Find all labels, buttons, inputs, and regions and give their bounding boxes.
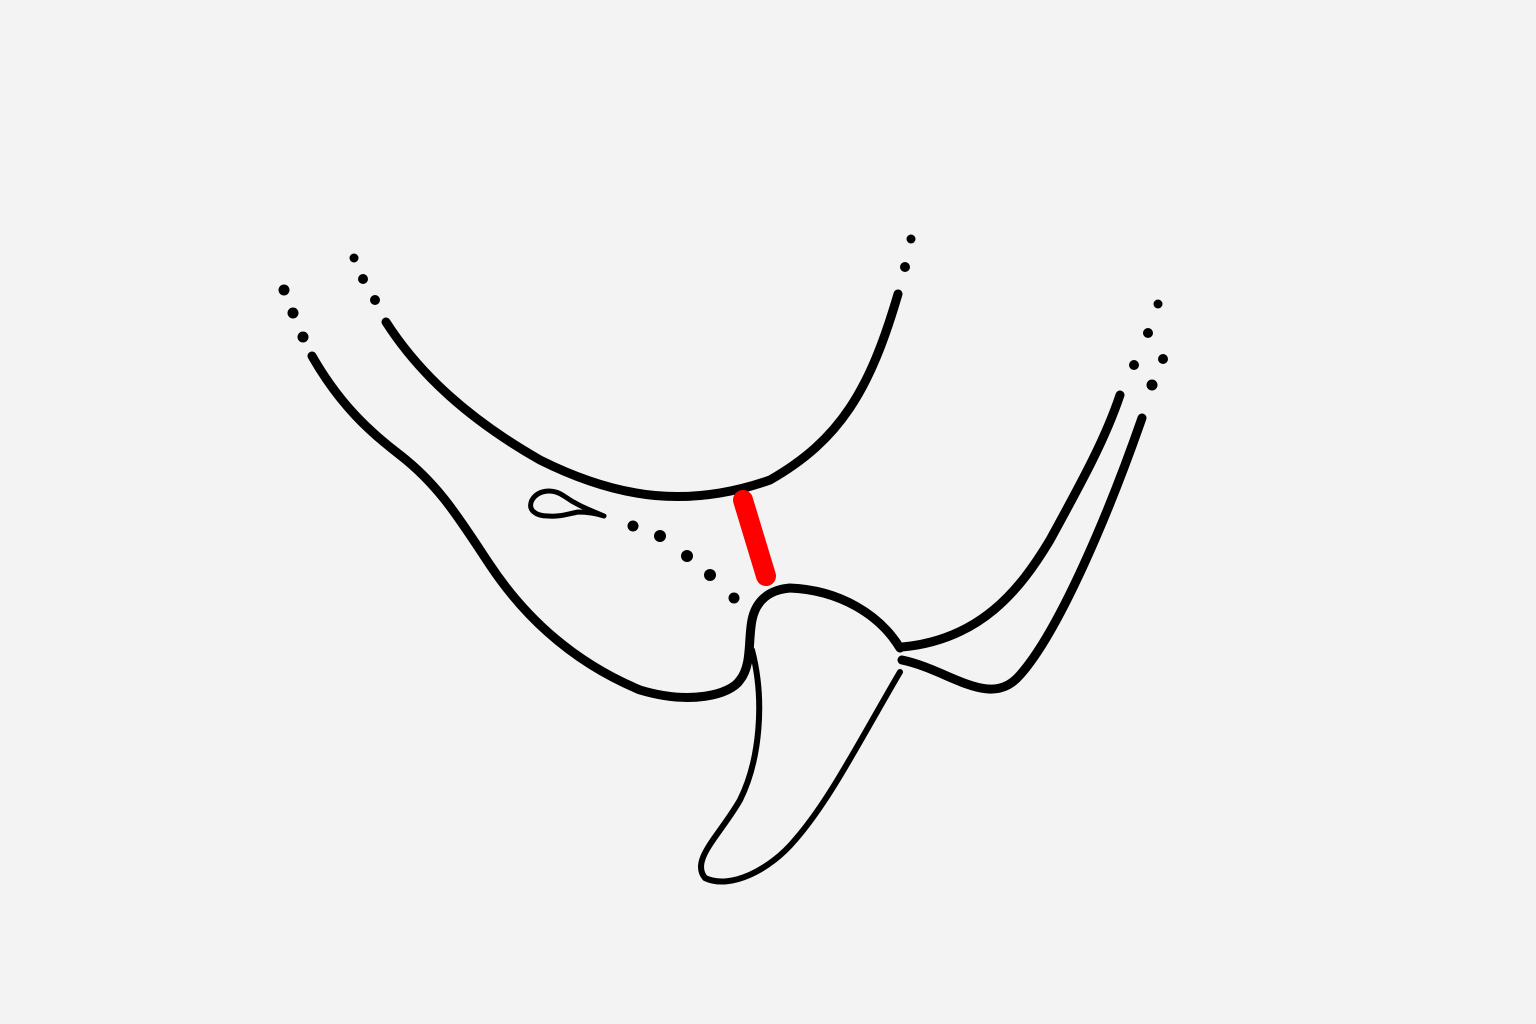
left-outer-contour <box>307 351 905 702</box>
dot <box>654 530 666 542</box>
dot <box>900 262 910 272</box>
dot <box>704 569 716 581</box>
dot <box>728 592 740 604</box>
upper-curve-right-dots <box>900 234 916 272</box>
dot <box>1143 328 1153 338</box>
dot <box>370 295 380 305</box>
dot <box>278 284 290 296</box>
lower-lobe <box>697 647 903 885</box>
dot <box>287 307 299 319</box>
dot <box>1158 354 1168 364</box>
dot <box>1153 299 1163 309</box>
dot <box>627 520 639 532</box>
dot <box>1146 379 1158 391</box>
dot <box>358 274 368 284</box>
upper-curve <box>381 289 903 502</box>
dot <box>681 550 693 562</box>
upper-curve-left-dots <box>349 253 380 305</box>
dot <box>1129 360 1139 370</box>
red-marker-line <box>733 490 776 586</box>
loop-icon <box>528 488 607 519</box>
dot <box>297 331 309 343</box>
dot <box>349 253 359 263</box>
right-strap-dots <box>1129 299 1168 391</box>
inner-dotted-line <box>627 520 740 604</box>
left-outer-dots <box>278 284 309 343</box>
right-strap-outer <box>897 413 1147 694</box>
dot <box>906 234 916 244</box>
right-strap-inner <box>897 390 1125 652</box>
